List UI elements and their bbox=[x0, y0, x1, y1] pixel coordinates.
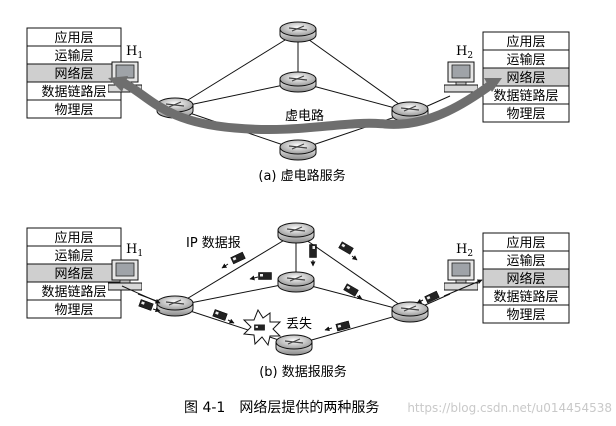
stack-layer-application: 应用层 bbox=[506, 34, 545, 50]
stack-layer-transport: 运输层 bbox=[506, 253, 545, 269]
protocol-stack-h1-a: 应用层 运输层 网络层 数据链路层 物理层 bbox=[26, 27, 122, 119]
figure-caption: 图 4-1 网络层提供的两种服务 bbox=[184, 400, 379, 416]
router-icon bbox=[279, 139, 317, 161]
host-h1-label: H1 bbox=[126, 44, 143, 61]
datagram-packet-icon bbox=[309, 244, 317, 258]
stack-layer-physical: 物理层 bbox=[506, 107, 545, 122]
host-h2-computer-icon bbox=[444, 259, 478, 291]
stack-layer-network: 网络层 bbox=[506, 271, 545, 287]
lost-label: 丢失 bbox=[286, 317, 312, 332]
stack-layer-physical: 物理层 bbox=[506, 308, 545, 323]
stack-layer-physical: 物理层 bbox=[54, 103, 93, 118]
datagram-packet-icon bbox=[230, 251, 246, 265]
host-h2-label: H2 bbox=[456, 44, 473, 61]
datagram-packet-icon bbox=[338, 241, 354, 255]
stack-layer-application: 应用层 bbox=[506, 235, 545, 251]
datagram-packet-icon bbox=[138, 298, 154, 312]
virtual-circuit-label: 虚电路 bbox=[285, 108, 324, 124]
datagram-diagram: 应用层 运输层 网络层 数据链路层 物理层 应用层 运输层 网络层 数据链路层 … bbox=[26, 222, 570, 380]
protocol-stack-h1-b: 应用层 运输层 网络层 数据链路层 物理层 bbox=[26, 227, 122, 319]
stack-layer-datalink: 数据链路层 bbox=[493, 88, 558, 104]
router-icon bbox=[279, 71, 317, 93]
caption-b: (b) 数据报服务 bbox=[259, 364, 347, 380]
stack-layer-physical: 物理层 bbox=[54, 303, 93, 318]
host-h1-label: H1 bbox=[126, 242, 143, 259]
stack-layer-network: 网络层 bbox=[54, 66, 93, 82]
datagram-packet-icon bbox=[258, 272, 272, 280]
stack-layer-network: 网络层 bbox=[54, 266, 93, 282]
router-icon bbox=[156, 295, 194, 317]
stack-layer-transport: 运输层 bbox=[506, 52, 545, 68]
stack-layer-transport: 运输层 bbox=[54, 48, 93, 64]
datagram-packet-icon bbox=[343, 283, 359, 297]
stack-layer-application: 应用层 bbox=[54, 230, 93, 246]
virtual-circuit-arrowhead-left bbox=[108, 76, 128, 92]
router-icon bbox=[275, 334, 313, 356]
stack-layer-datalink: 数据链路层 bbox=[41, 84, 106, 100]
datagram-label: IP 数据报 bbox=[186, 236, 241, 251]
stack-layer-network: 网络层 bbox=[506, 70, 545, 86]
stack-layer-transport: 运输层 bbox=[54, 248, 93, 264]
protocol-stack-h2-b: 应用层 运输层 网络层 数据链路层 物理层 bbox=[482, 232, 570, 324]
virtual-circuit-diagram: 应用层 运输层 网络层 数据链路层 物理层 应用层 运输层 网络层 数据链路层 … bbox=[26, 21, 570, 184]
host-h2-computer-icon bbox=[444, 61, 478, 93]
stack-layer-datalink: 数据链路层 bbox=[41, 284, 106, 300]
host-h1-computer-icon bbox=[108, 259, 142, 291]
virtual-circuit-path bbox=[117, 77, 497, 134]
router-icon bbox=[277, 271, 315, 293]
datagram-arrows bbox=[121, 255, 483, 332]
router-icon bbox=[391, 301, 429, 323]
virtual-circuit-arrowhead-right bbox=[484, 78, 502, 92]
router-icon bbox=[279, 21, 317, 43]
stack-layer-datalink: 数据链路层 bbox=[493, 289, 558, 305]
caption-a: (a) 虚电路服务 bbox=[258, 168, 345, 184]
protocol-stack-h2-a: 应用层 运输层 网络层 数据链路层 物理层 bbox=[482, 31, 570, 123]
router-icon bbox=[277, 222, 315, 244]
host-h2-label: H2 bbox=[456, 242, 473, 259]
stack-layer-application: 应用层 bbox=[54, 30, 93, 46]
datagram-packet-icon bbox=[254, 324, 265, 331]
watermark: https://blog.csdn.net/u014454538 bbox=[407, 401, 612, 415]
datagram-packet-icon bbox=[424, 290, 440, 304]
